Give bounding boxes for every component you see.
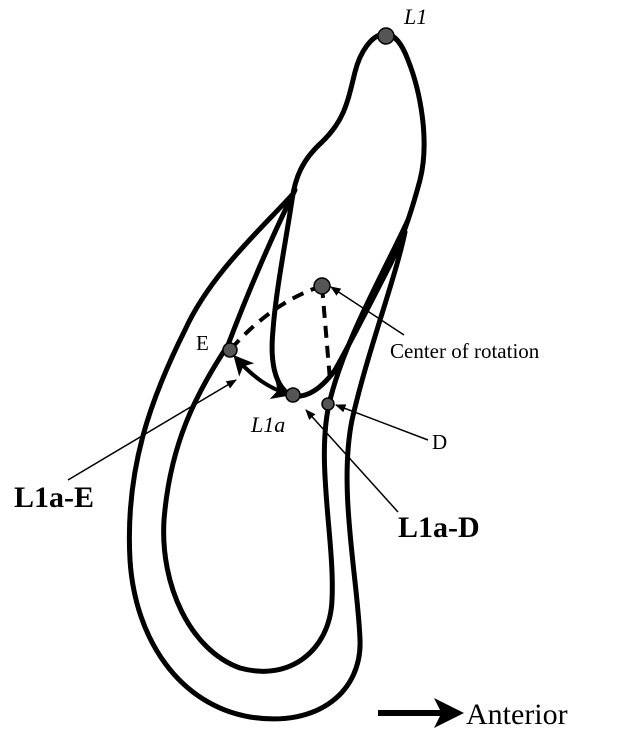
point-l1: [378, 28, 394, 44]
label-anterior: Anterior: [466, 698, 568, 731]
label-l1a-d: L1a-D: [398, 511, 480, 544]
label-d: D: [432, 430, 447, 454]
outer-bone-contour: [129, 195, 405, 719]
inner-bone-contour: [164, 190, 408, 671]
leader-center-of-rotation: [331, 287, 404, 335]
point-d: [322, 398, 334, 410]
label-l1a: L1a: [250, 412, 285, 437]
label-l1a-e: L1a-E: [14, 481, 94, 514]
label-center-of-rotation: Center of rotation: [390, 339, 540, 363]
point-l1a: [286, 388, 300, 402]
label-l1: L1: [403, 4, 427, 29]
leader-l1a-e: [68, 380, 236, 480]
point-e: [223, 343, 237, 357]
dashed-line-d: [322, 286, 330, 380]
label-e: E: [196, 331, 209, 355]
point-center-of-rotation: [314, 278, 330, 294]
